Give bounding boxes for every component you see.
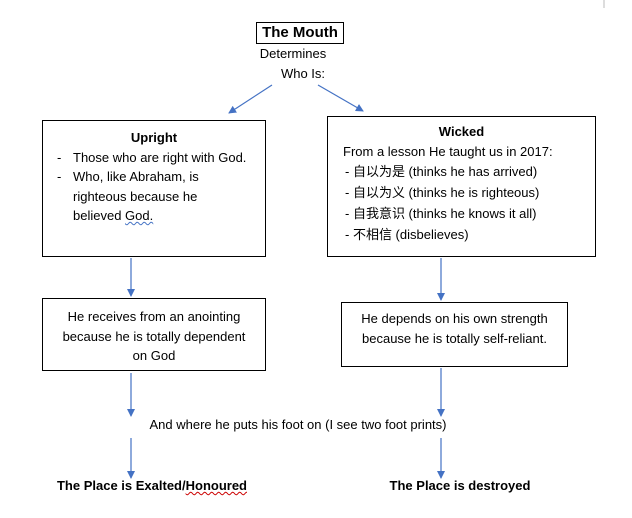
middle-text: And where he puts his foot on (I see two…	[149, 417, 447, 432]
left-result-prefix: The Place is Exalted/	[56, 478, 186, 493]
left-result: The Place is Exalted/Honoured	[20, 478, 284, 493]
right-result: The Place is destroyed	[389, 478, 531, 493]
upright-item: Those who are right with God.	[43, 148, 265, 168]
arrow-to-wicked	[317, 84, 364, 112]
right-box: He depends on his own strength because h…	[341, 302, 568, 367]
wicked-item: - 自以为是 (thinks he has arrived)	[345, 164, 538, 179]
wicked-item: - 自以为义 (thinks he is righteous)	[345, 185, 540, 200]
upright-item-text: Who, like Abraham, is righteous because …	[73, 169, 199, 223]
wicked-item: - 自我意识 (thinks he knows it all)	[345, 206, 537, 221]
subtitle-determines: Determines	[259, 46, 327, 61]
left-result-underlined: Honoured	[185, 478, 247, 493]
upright-item: Who, like Abraham, is righteous because …	[43, 167, 265, 226]
wicked-intro: From a lesson He taught us in 2017:	[343, 143, 553, 159]
wicked-item: - 不相信 (disbelieves)	[345, 227, 469, 242]
left-box: He receives from an anointing because he…	[42, 298, 266, 371]
subtitle-who-is: Who Is:	[280, 66, 326, 81]
upright-heading: Upright	[130, 130, 178, 145]
title-box: The Mouth	[256, 22, 344, 44]
upright-box: Upright Those who are right with God. Wh…	[42, 120, 266, 257]
wicked-heading: Wicked	[438, 124, 485, 139]
upright-item-underlined: God.	[125, 208, 154, 223]
wicked-box: Wicked From a lesson He taught us in 201…	[327, 116, 596, 257]
arrow-to-upright	[228, 84, 273, 114]
